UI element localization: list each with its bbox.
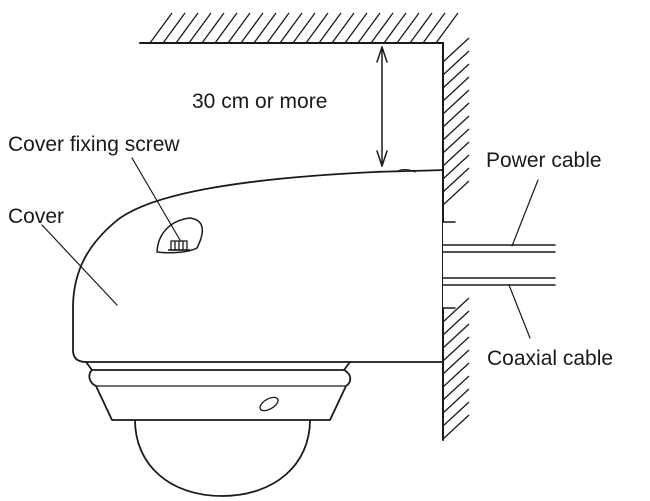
label-cover-fixing-screw: Cover fixing screw xyxy=(8,133,180,156)
hatch-mark xyxy=(442,89,470,115)
hatch-mark xyxy=(442,167,470,193)
hatch-mark xyxy=(175,12,199,44)
hatch-mark xyxy=(188,12,212,44)
hatch-mark xyxy=(240,12,264,44)
hatch-mark xyxy=(292,12,316,44)
dimension-arrow-bottom xyxy=(376,150,388,167)
label-coaxial-cable: Coaxial cable xyxy=(487,347,613,370)
hatch-mark xyxy=(227,12,251,44)
hatch-mark xyxy=(442,180,470,206)
hatch-mark xyxy=(442,297,470,323)
leader-cover-fixing-screw xyxy=(131,157,181,241)
ceiling xyxy=(139,12,459,44)
hatch-mark xyxy=(370,12,394,44)
dimension-arrow-top xyxy=(376,46,388,63)
hatch-mark xyxy=(201,12,225,44)
hatch-mark xyxy=(253,12,277,44)
hatch-mark xyxy=(442,128,470,154)
hatch-mark xyxy=(357,12,381,44)
wall-opening xyxy=(443,222,455,308)
labels: 30 cm or more Cover fixing screw Cover P… xyxy=(8,90,613,370)
hatch-mark xyxy=(442,76,470,102)
leader-power-cable xyxy=(511,179,539,247)
base-lip xyxy=(85,361,351,371)
hatch-mark xyxy=(442,102,470,128)
leader-lines xyxy=(41,157,539,339)
screw-recess xyxy=(156,217,204,254)
wall xyxy=(442,37,470,441)
hatch-mark xyxy=(442,401,470,427)
cover-seam xyxy=(394,169,416,173)
hatch-mark xyxy=(318,12,342,44)
hatch-mark xyxy=(396,12,420,44)
hatch-mark xyxy=(442,388,470,414)
hatch-mark xyxy=(442,37,470,63)
ceiling-hatching xyxy=(149,12,459,44)
hatch-mark xyxy=(442,50,470,76)
leader-cover xyxy=(41,224,118,306)
hatch-mark xyxy=(442,154,470,180)
hatch-mark xyxy=(442,349,470,375)
base-ring-hole xyxy=(259,396,279,412)
base-ring xyxy=(88,369,352,421)
hatch-mark xyxy=(305,12,329,44)
hatch-mark xyxy=(435,12,459,44)
hatch-mark xyxy=(442,115,470,141)
hatch-mark xyxy=(149,12,173,44)
hatch-mark xyxy=(442,362,470,388)
hatch-mark xyxy=(331,12,355,44)
hatch-mark xyxy=(383,12,407,44)
hatch-mark xyxy=(442,336,470,362)
hatch-mark xyxy=(344,12,368,44)
label-cover: Cover xyxy=(8,205,64,228)
hatch-mark xyxy=(442,310,470,336)
camera-dome xyxy=(85,361,352,497)
hatch-mark xyxy=(214,12,238,44)
hatch-mark xyxy=(279,12,303,44)
hatch-mark xyxy=(442,323,470,349)
hatch-mark xyxy=(266,12,290,44)
clearance-dimension xyxy=(376,46,388,167)
hatch-mark xyxy=(162,12,186,44)
cover-housing xyxy=(72,169,444,363)
cables xyxy=(442,221,556,309)
hatch-mark xyxy=(442,63,470,89)
hatch-mark xyxy=(442,375,470,401)
hatch-mark xyxy=(442,141,470,167)
hatch-mark xyxy=(422,12,446,44)
dome-globe xyxy=(134,419,311,497)
label-power-cable: Power cable xyxy=(486,149,602,172)
label-clearance: 30 cm or more xyxy=(192,90,327,113)
hatch-mark xyxy=(442,414,470,440)
wall-hatching xyxy=(442,37,470,440)
leader-coaxial-cable xyxy=(508,284,531,339)
cover-fixing-screw-icon xyxy=(168,240,190,251)
cover-outline xyxy=(72,169,444,363)
hatch-mark xyxy=(409,12,433,44)
